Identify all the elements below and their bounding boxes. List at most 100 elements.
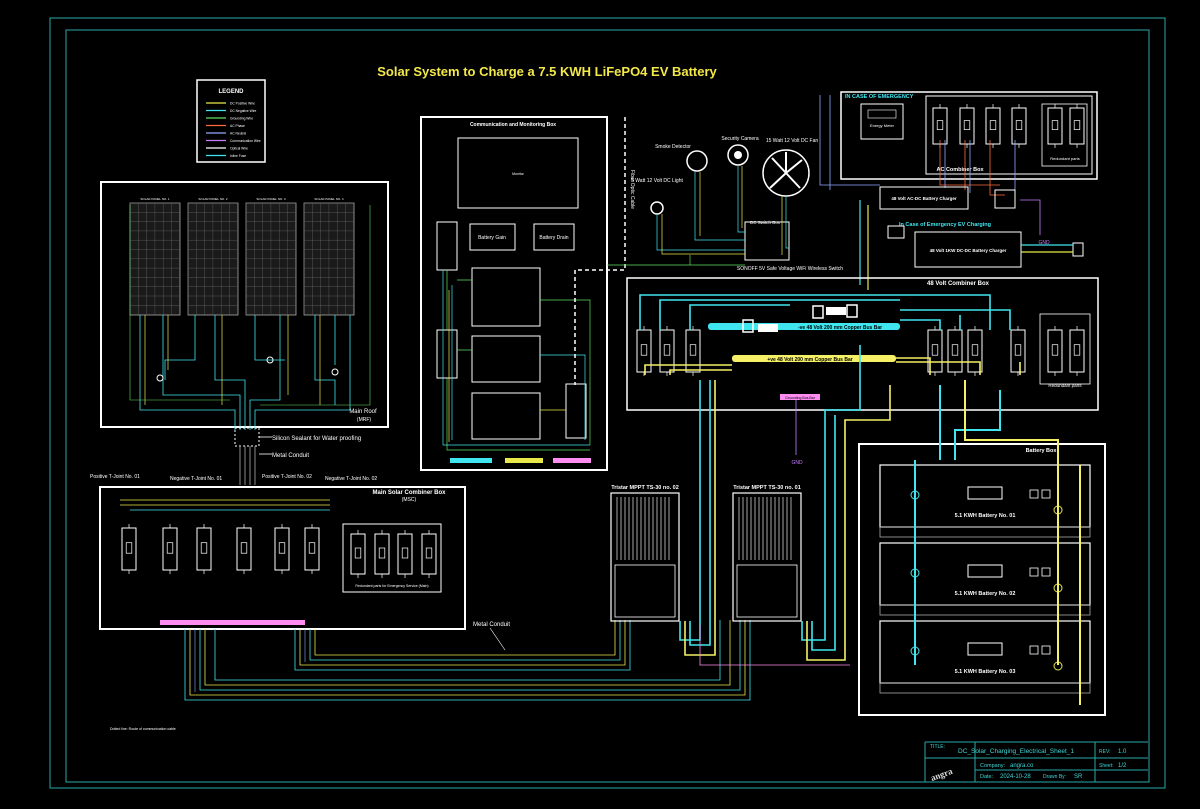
dc48-gnd: GND [791, 460, 803, 466]
battery-box-label: Battery Box [1026, 448, 1058, 454]
conduit-label-top: Metal Conduit [272, 453, 309, 459]
legend-item-label: DC Positive Wire [230, 102, 255, 106]
tb-sheet-label: Sheet: [1099, 763, 1113, 769]
roof-code: (MRF) [357, 417, 371, 423]
page-title: Solar System to Charge a 7.5 KWH LiFePO4… [377, 64, 717, 79]
breaker [274, 527, 290, 571]
tb-company-label: Company: [980, 763, 1006, 769]
monitor-label: Monitor [512, 172, 525, 176]
mppt-1 [732, 492, 802, 622]
fiber-optic-cable [574, 117, 626, 385]
light-label: 5 Watt 12 Volt DC Light [631, 178, 683, 184]
dc-switch-box [744, 221, 790, 261]
tb-date: 2024-10-28 [1000, 774, 1031, 780]
emergency-ac-box [840, 91, 1098, 180]
tb-date-label: Date: [980, 774, 994, 780]
tb-rev: 1.0 [1118, 749, 1127, 755]
tb-sheet: 1/2 [1118, 763, 1127, 769]
tb-drawn: SR [1074, 774, 1083, 780]
inner-frame [65, 29, 1150, 783]
legend-item-label: Optical Wire [230, 147, 248, 151]
ac-section: IN CASE OF EMERGENCY Energy Meter AC Com… [819, 91, 1098, 290]
roof-penetration [234, 427, 260, 447]
legend-item-label: Communication Wire [230, 139, 261, 143]
network-router [471, 335, 541, 383]
comm-ground-bus [553, 458, 591, 463]
dc48-redundant-label: Redundant parts [1048, 383, 1082, 388]
smoke-label: Smoke Detector [655, 144, 691, 150]
breaker [421, 533, 437, 575]
breaker [1069, 107, 1085, 145]
msc-box [99, 486, 466, 630]
breaker [162, 527, 178, 571]
battery-box-frame [858, 443, 1106, 716]
ac-dc-charger-label: 48 Volt AC-DC Battery Charger [891, 196, 957, 201]
breaker [947, 329, 963, 373]
ac-inlet [994, 189, 1016, 209]
comm-box [420, 116, 608, 471]
mppt-2 [610, 492, 680, 622]
battery-label: 5.1 KWH Battery No. 02 [955, 591, 1016, 597]
sonoff-label: SONOFF 5V Safe Voltage WiFi Wireless Swi… [737, 266, 843, 272]
solar-panel-label: SOLAR PANEL NO. 3 [256, 197, 286, 201]
combiner-48v-label: 48 Volt Combiner Box [927, 281, 990, 287]
main-solar-combiner-box: Main Solar Combiner Box (MSC) Redundant … [99, 486, 466, 630]
breaker [304, 527, 320, 571]
sealant-label: Silicon Sealant for Water proofing [272, 436, 361, 442]
ac-combiner-box [925, 95, 1093, 175]
legend-item-label: Grounding Wire [230, 117, 253, 121]
relay-module-1 [436, 221, 458, 271]
ground-bus-bar [780, 394, 820, 400]
upsi-module [471, 392, 541, 440]
ac-gnd: GND [1038, 240, 1050, 246]
breaker [397, 533, 413, 575]
battery-label: 5.1 KWH Battery No. 03 [955, 669, 1016, 675]
security-camera [727, 144, 749, 166]
optical-converter [565, 383, 587, 439]
neg-tjoint-1: Negative T-Joint No. 01 [170, 476, 222, 482]
ac-redundant-label: Redundant parts [1050, 156, 1080, 161]
relay-module-2 [436, 329, 458, 379]
neg-bus-label: -ve 48 Volt 200 mm Copper Bus Bar [798, 325, 882, 331]
energy-meter-label: Energy Meter [870, 123, 895, 128]
legend-item-label: AC Neutral [230, 132, 246, 136]
tb-drawn-label: Drawn By: [1043, 774, 1066, 780]
breaker [1047, 329, 1063, 373]
pos-bus-bar [732, 355, 896, 362]
solar-panel-label: SOLAR PANEL NO. 4 [314, 197, 344, 201]
msc-label: Main Solar Combiner Box [372, 490, 446, 496]
neg-bus-bar [708, 323, 900, 330]
msc-redundant-box [342, 523, 442, 593]
legend-item-label: DC Negative Wire [230, 109, 257, 113]
comm-monitoring-box: Communication and Monitoring Box Monitor… [420, 116, 608, 471]
dc-switch-label: DC Switch Box [750, 220, 781, 225]
mppt-controllers: Tristar MPPT TS-30 no. 02 Tristar MPPT T… [610, 345, 891, 666]
mppt-2-label: Tristar MPPT TS-30 no. 02 [611, 485, 679, 491]
combiner-48v-box [626, 277, 1099, 411]
dc-load-devices: Smoke Detector Security Camera 15 Watt 1… [607, 136, 843, 272]
camera-label: Security Camera [721, 136, 758, 142]
neg-tjoint-2: Negative T-Joint No. 02 [325, 476, 377, 482]
tb-title-label: TITLE: [930, 744, 945, 750]
breaker [236, 527, 252, 571]
dc-dc-charger [914, 231, 1022, 268]
breaker [350, 533, 366, 575]
breaker [1010, 329, 1026, 373]
ac-combiner-label: AC Combiner Box [936, 167, 984, 173]
fiber-label: Fiber Optic Cable [629, 170, 635, 209]
tb-company: angra.co [1010, 763, 1034, 769]
breaker [1047, 107, 1063, 145]
ac-dc-charger [879, 186, 969, 210]
solar-panel-label: SOLAR PANEL NO. 1 [140, 197, 170, 201]
ac-breakers [932, 104, 1085, 148]
battery-drain-label: Battery Drain [539, 235, 568, 241]
comm-box-label: Communication and Monitoring Box [470, 122, 556, 128]
energy-meter [860, 103, 904, 140]
battery-gain-meter [469, 223, 516, 251]
breaker [932, 107, 948, 145]
